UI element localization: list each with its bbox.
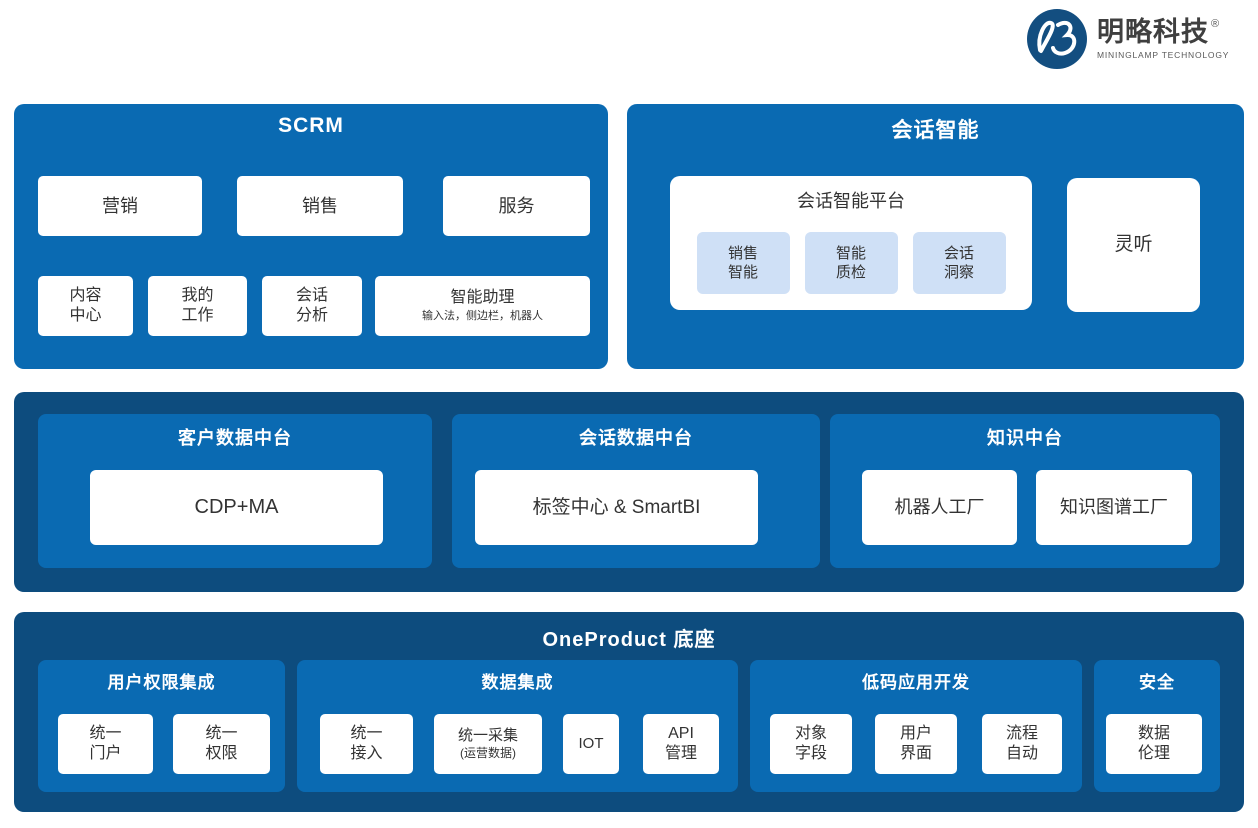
unified-permission-box: 统一 权限 [173,714,270,774]
user-auth-panel: 用户权限集成 统一 门户 统一 权限 [38,660,285,792]
low-code-title: 低码应用开发 [862,673,970,692]
assistant-subtitle: 输入法，侧边栏，机器人 [422,310,543,323]
unified-collection-line1: 统一采集 [457,727,518,745]
brand-name-en: MININGLAMP TECHNOLOGY [1097,49,1230,60]
customer-data-title: 客户数据中台 [178,428,292,448]
sales-intelligence-box: 销售 智能 [696,232,790,294]
scrm-service-box: 服务 [443,176,590,236]
conversation-platform-title: 会话智能平台 [797,191,905,211]
knowledge-panel: 知识中台 机器人工厂 知识图谱工厂 [830,414,1220,568]
object-field-box: 对象 字段 [770,714,852,774]
scrm-my-work-box: 我的 工作 [148,276,247,336]
scrm-marketing-box: 营销 [38,176,202,236]
knowledge-title: 知识中台 [987,428,1063,448]
unified-portal-box: 统一 门户 [58,714,153,774]
conversation-ai-title: 会话智能 [891,119,980,142]
company-logo: 明略科技® MININGLAMP TECHNOLOGY [1026,6,1248,72]
assistant-title: 智能助理 [450,289,515,307]
user-auth-title: 用户权限集成 [107,673,216,692]
scrm-sales-box: 销售 [237,176,403,236]
process-automation-box: 流程 自动 [982,714,1062,774]
quality-inspection-box: 智能 质检 [804,232,898,294]
cdp-ma-box: CDP+MA [90,470,383,545]
tag-center-smartbi-box: 标签中心 & SmartBI [475,470,758,545]
conversation-data-title: 会话数据中台 [579,428,693,448]
unified-access-box: 统一 接入 [320,714,413,774]
conversation-data-panel: 会话数据中台 标签中心 & SmartBI [452,414,820,568]
unified-collection-line2: (运营数据) [460,745,516,760]
unified-collection-box: 统一采集 (运营数据) [434,714,542,774]
scrm-block: SCRM 营销 销售 服务 内容 中心 我的 工作 会话 分析 智能助理 输入法… [14,104,608,369]
data-middle-band: 客户数据中台 CDP+MA 会话数据中台 标签中心 & SmartBI 知识中台… [14,392,1244,592]
data-integration-panel: 数据集成 统一 接入 统一采集 (运营数据) IOT API 管理 [297,660,738,792]
brand-name-cn: 明略科技® [1097,16,1221,47]
customer-data-panel: 客户数据中台 CDP+MA [38,414,432,568]
conversation-ai-block: 会话智能 会话智能平台 销售 智能 智能 质检 会话 洞察 灵听 [627,104,1244,369]
conversation-platform-box: 会话智能平台 销售 智能 智能 质检 会话 洞察 [670,176,1032,310]
mininglamp-logo-icon [1027,9,1087,69]
user-interface-box: 用户 界面 [875,714,957,774]
oneproduct-band: OneProduct 底座 用户权限集成 统一 门户 统一 权限 数据集成 统一… [14,612,1244,812]
robot-factory-box: 机器人工厂 [862,470,1017,545]
low-code-panel: 低码应用开发 对象 字段 用户 界面 流程 自动 [750,660,1082,792]
scrm-title: SCRM [278,114,344,137]
security-title: 安全 [1139,673,1175,692]
api-management-box: API 管理 [643,714,719,774]
iot-box: IOT [563,714,619,774]
oneproduct-title: OneProduct 底座 [542,629,716,651]
scrm-content-center-box: 内容 中心 [38,276,133,336]
data-ethics-box: 数据 伦理 [1106,714,1202,774]
knowledge-graph-factory-box: 知识图谱工厂 [1036,470,1192,545]
conversation-insight-box: 会话 洞察 [912,232,1006,294]
scrm-assistant-box: 智能助理 输入法，侧边栏，机器人 [375,276,590,336]
scrm-conversation-analysis-box: 会话 分析 [262,276,362,336]
lingting-box: 灵听 [1067,178,1200,312]
data-integration-title: 数据集成 [481,673,554,692]
registered-mark: ® [1211,17,1221,30]
security-panel: 安全 数据 伦理 [1094,660,1220,792]
